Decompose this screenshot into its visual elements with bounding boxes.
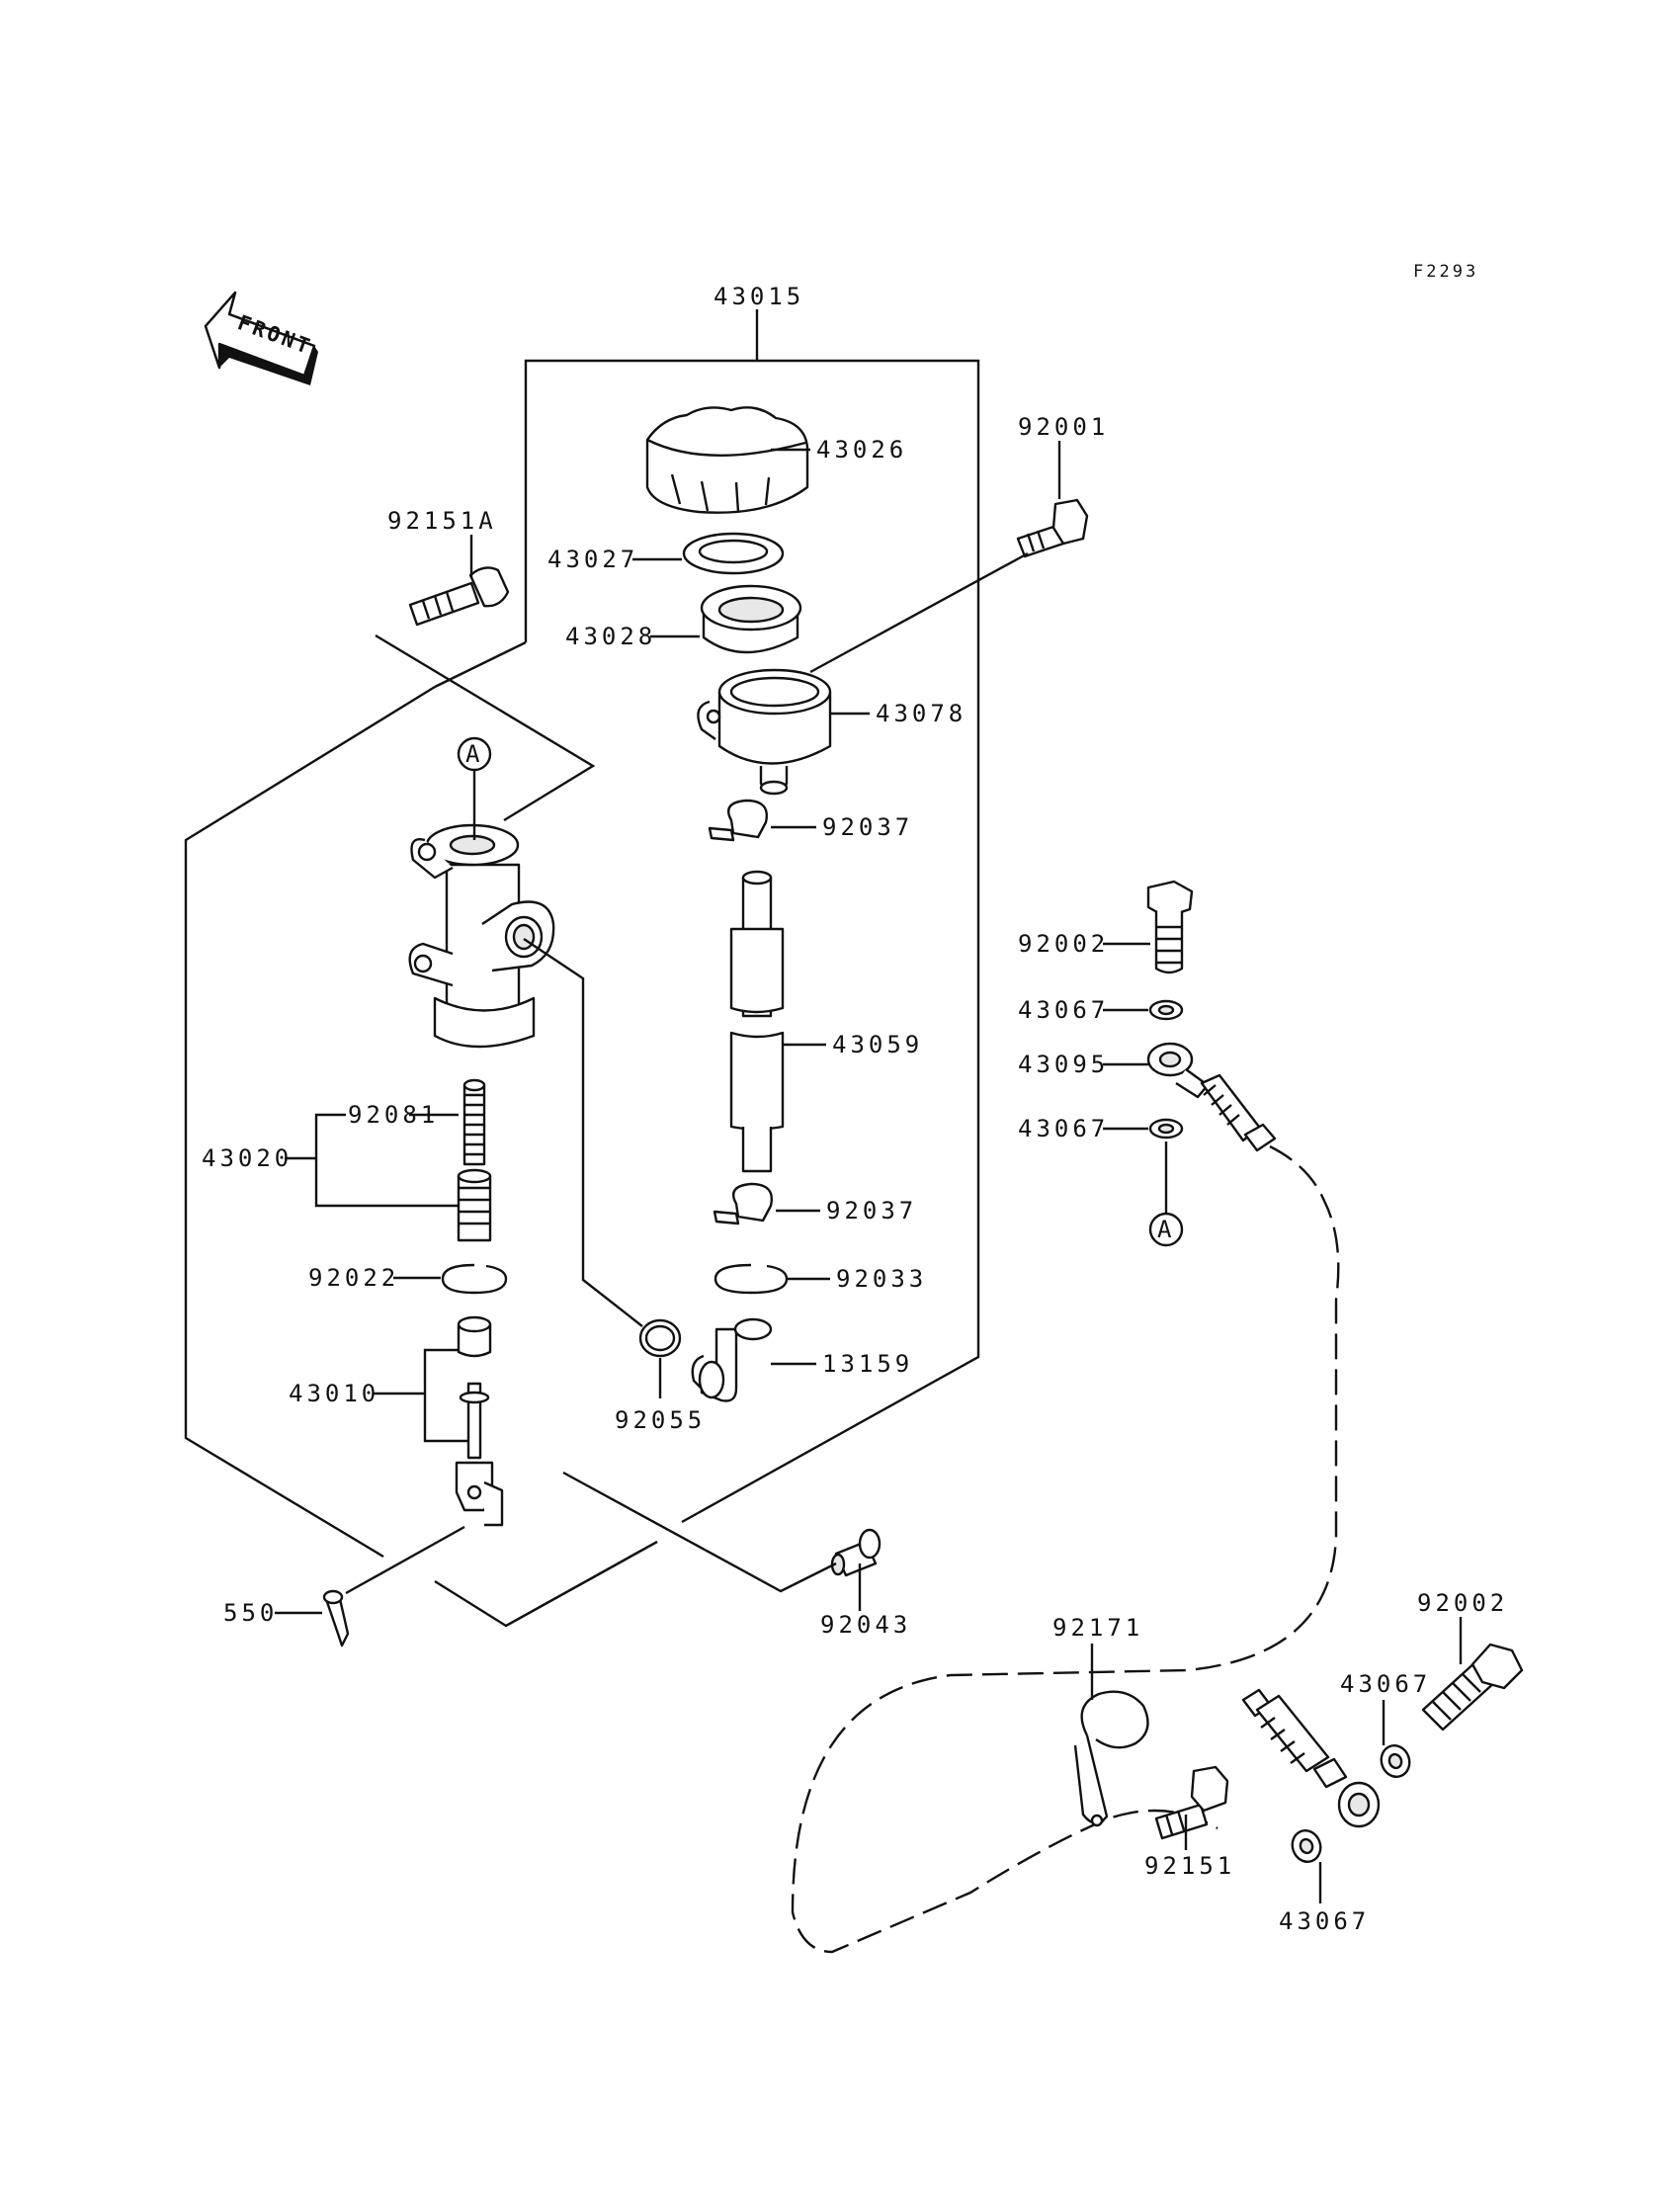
marker-a-lower — [1148, 1212, 1184, 1247]
washer-lower-2 — [1291, 1829, 1322, 1863]
hose-clamp-upper — [708, 799, 768, 842]
label-43059: 43059 — [832, 1031, 923, 1058]
figure-reference: F2293 — [1413, 262, 1478, 282]
label-92033: 92033 — [836, 1265, 927, 1293]
bolt-92151 — [1154, 1765, 1229, 1840]
washer-lower-1 — [1380, 1744, 1411, 1778]
assembly-outline — [184, 685, 436, 1559]
circlip-92033 — [714, 1263, 789, 1295]
label-43078: 43078 — [876, 700, 966, 727]
banjo-bolt-lower — [1421, 1643, 1524, 1732]
piston-spring-set — [457, 1078, 492, 1242]
brake-hose-line — [791, 1144, 1340, 1954]
reservoir-cap — [645, 406, 809, 514]
diaphragm-plate — [682, 532, 785, 575]
brake-hose-banjo-upper — [1146, 1042, 1277, 1152]
label-43095: 43095 — [1018, 1051, 1109, 1078]
brake-hose-banjo-lower — [1241, 1688, 1381, 1828]
label-43067-upper-1: 43067 — [1018, 996, 1109, 1024]
label-43020: 43020 — [202, 1144, 293, 1172]
washer-upper-2 — [1148, 1118, 1184, 1140]
banjo-bolt-upper — [1146, 880, 1194, 974]
label-92171: 92171 — [1052, 1614, 1143, 1642]
assembly-bracket-43015 — [524, 309, 980, 1524]
label-92055: 92055 — [615, 1406, 706, 1434]
label-43026: 43026 — [816, 436, 907, 464]
hose-clamp-lower — [713, 1182, 773, 1225]
reservoir-bolt — [1016, 498, 1089, 558]
reservoir-tank — [697, 668, 832, 796]
marker-a-lower-text: A — [1157, 1216, 1172, 1243]
front-direction-arrow: FRONT — [204, 291, 318, 385]
hose-elbow — [691, 1317, 773, 1402]
label-43010: 43010 — [289, 1380, 379, 1407]
label-92037-lower: 92037 — [826, 1197, 917, 1225]
label-43067-upper-2: 43067 — [1018, 1115, 1109, 1142]
marker-a-upper-text: A — [465, 740, 480, 768]
bolt-92151a — [408, 566, 510, 627]
label-43027: 43027 — [547, 546, 638, 573]
label-43067-lower-2: 43067 — [1279, 1907, 1370, 1935]
clevis-pin — [830, 1528, 882, 1577]
label-43028: 43028 — [565, 623, 656, 650]
label-92081: 92081 — [348, 1101, 439, 1129]
label-92002-upper: 92002 — [1018, 930, 1109, 958]
label-92037-upper: 92037 — [822, 813, 913, 841]
circlip-92022 — [441, 1263, 508, 1295]
hose-clamp-92171 — [1073, 1690, 1149, 1827]
reservoir-hose — [729, 870, 785, 1173]
washer-upper-1 — [1148, 999, 1184, 1021]
label-92151a: 92151A — [387, 507, 497, 535]
piston-pushrod-set — [455, 1315, 504, 1527]
label-92001: 92001 — [1018, 413, 1109, 441]
label-43015: 43015 — [714, 283, 804, 310]
master-cylinder-body — [408, 823, 555, 1049]
label-43067-lower-1: 43067 — [1340, 1670, 1431, 1698]
label-92043: 92043 — [820, 1611, 911, 1639]
label-92022: 92022 — [308, 1264, 399, 1292]
diaphragm — [700, 584, 802, 654]
cotter-pin — [322, 1589, 350, 1648]
label-13159: 13159 — [822, 1350, 913, 1378]
label-92151: 92151 — [1144, 1852, 1235, 1880]
label-92002-lower: 92002 — [1417, 1589, 1508, 1617]
label-550: 550 — [223, 1599, 278, 1627]
o-ring — [638, 1318, 682, 1358]
